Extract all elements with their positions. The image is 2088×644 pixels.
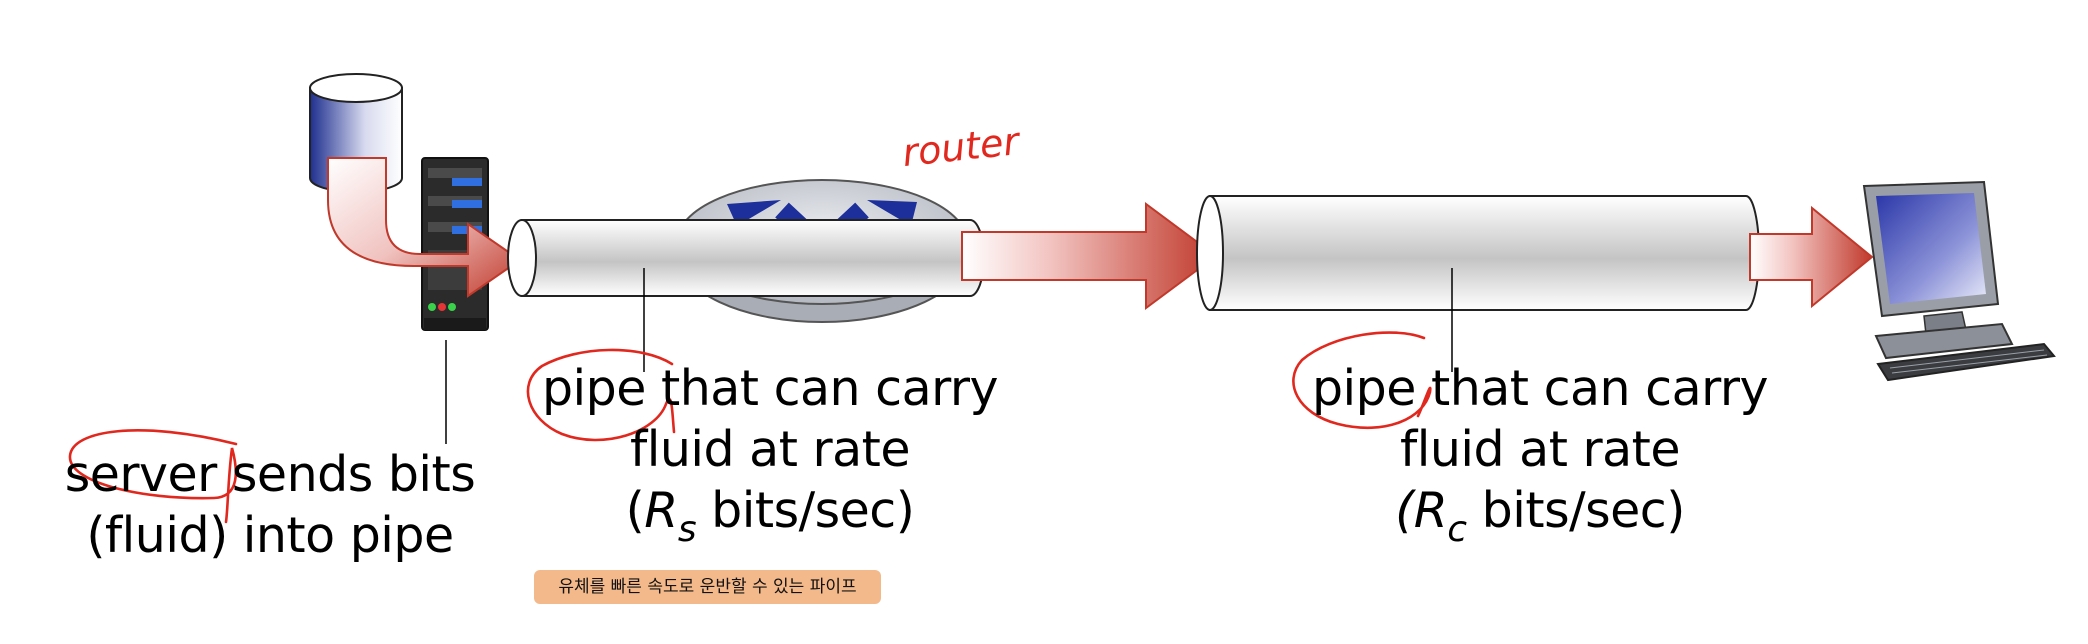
pipe-rs-caption: pipe that can carry fluid at rate (Rs bi… [520, 358, 1020, 560]
pipe-rc-caption-line2: fluid at rate [1399, 421, 1681, 478]
pipe-rc-caption-line1: pipe that can carry [1311, 360, 1769, 417]
pipe-rc-rate-unit: bits/sec) [1466, 482, 1686, 539]
pipe-rc-caption: pipe that can carry fluid at rate (Rc bi… [1290, 358, 1790, 560]
pipe-rs-rate-unit: bits/sec) [696, 482, 915, 539]
pipe-rc [1196, 195, 1760, 311]
pipe-rs-output-arrow [961, 202, 1218, 310]
pipe-rc-rate: (Rc bits/sec) [1290, 480, 1790, 560]
pipe-rs [507, 219, 985, 297]
pipe-rs-caption-line1: pipe that can carry [541, 360, 999, 417]
handwritten-annotations [68, 331, 1432, 524]
pipe-rs-rate-subscript: s [677, 509, 697, 550]
pipe-rc-output-arrow [1749, 205, 1874, 309]
circle-pipe-rc-annotation [1292, 331, 1432, 430]
server-caption-line2: (fluid) into pipe [86, 507, 454, 564]
server-caption-line1: server sends bits [64, 446, 476, 503]
pipe-rs-rate-open: ( [625, 482, 645, 539]
pipe-rc-rate-subscript: c [1447, 509, 1467, 550]
korean-note-label: 유체를 빠른 속도로 운반할 수 있는 파이프 [534, 570, 881, 604]
circle-pipe-rs-annotation [526, 348, 676, 442]
computer-icon [1862, 180, 2056, 382]
pipe-rc-rate-open: ( [1395, 482, 1414, 539]
pipe-rc-rate-symbol: R [1413, 482, 1448, 539]
server-caption: server sends bits (fluid) into pipe [40, 444, 500, 566]
database-to-pipe-arrow [327, 157, 522, 298]
circle-server-annotation [68, 429, 238, 524]
pipe-rs-caption-line2: fluid at rate [629, 421, 911, 478]
router-annotation: router [900, 119, 1023, 175]
pipe-rs-rate-symbol: R [644, 482, 678, 539]
pipe-rs-rate: (Rs bits/sec) [520, 480, 1020, 560]
